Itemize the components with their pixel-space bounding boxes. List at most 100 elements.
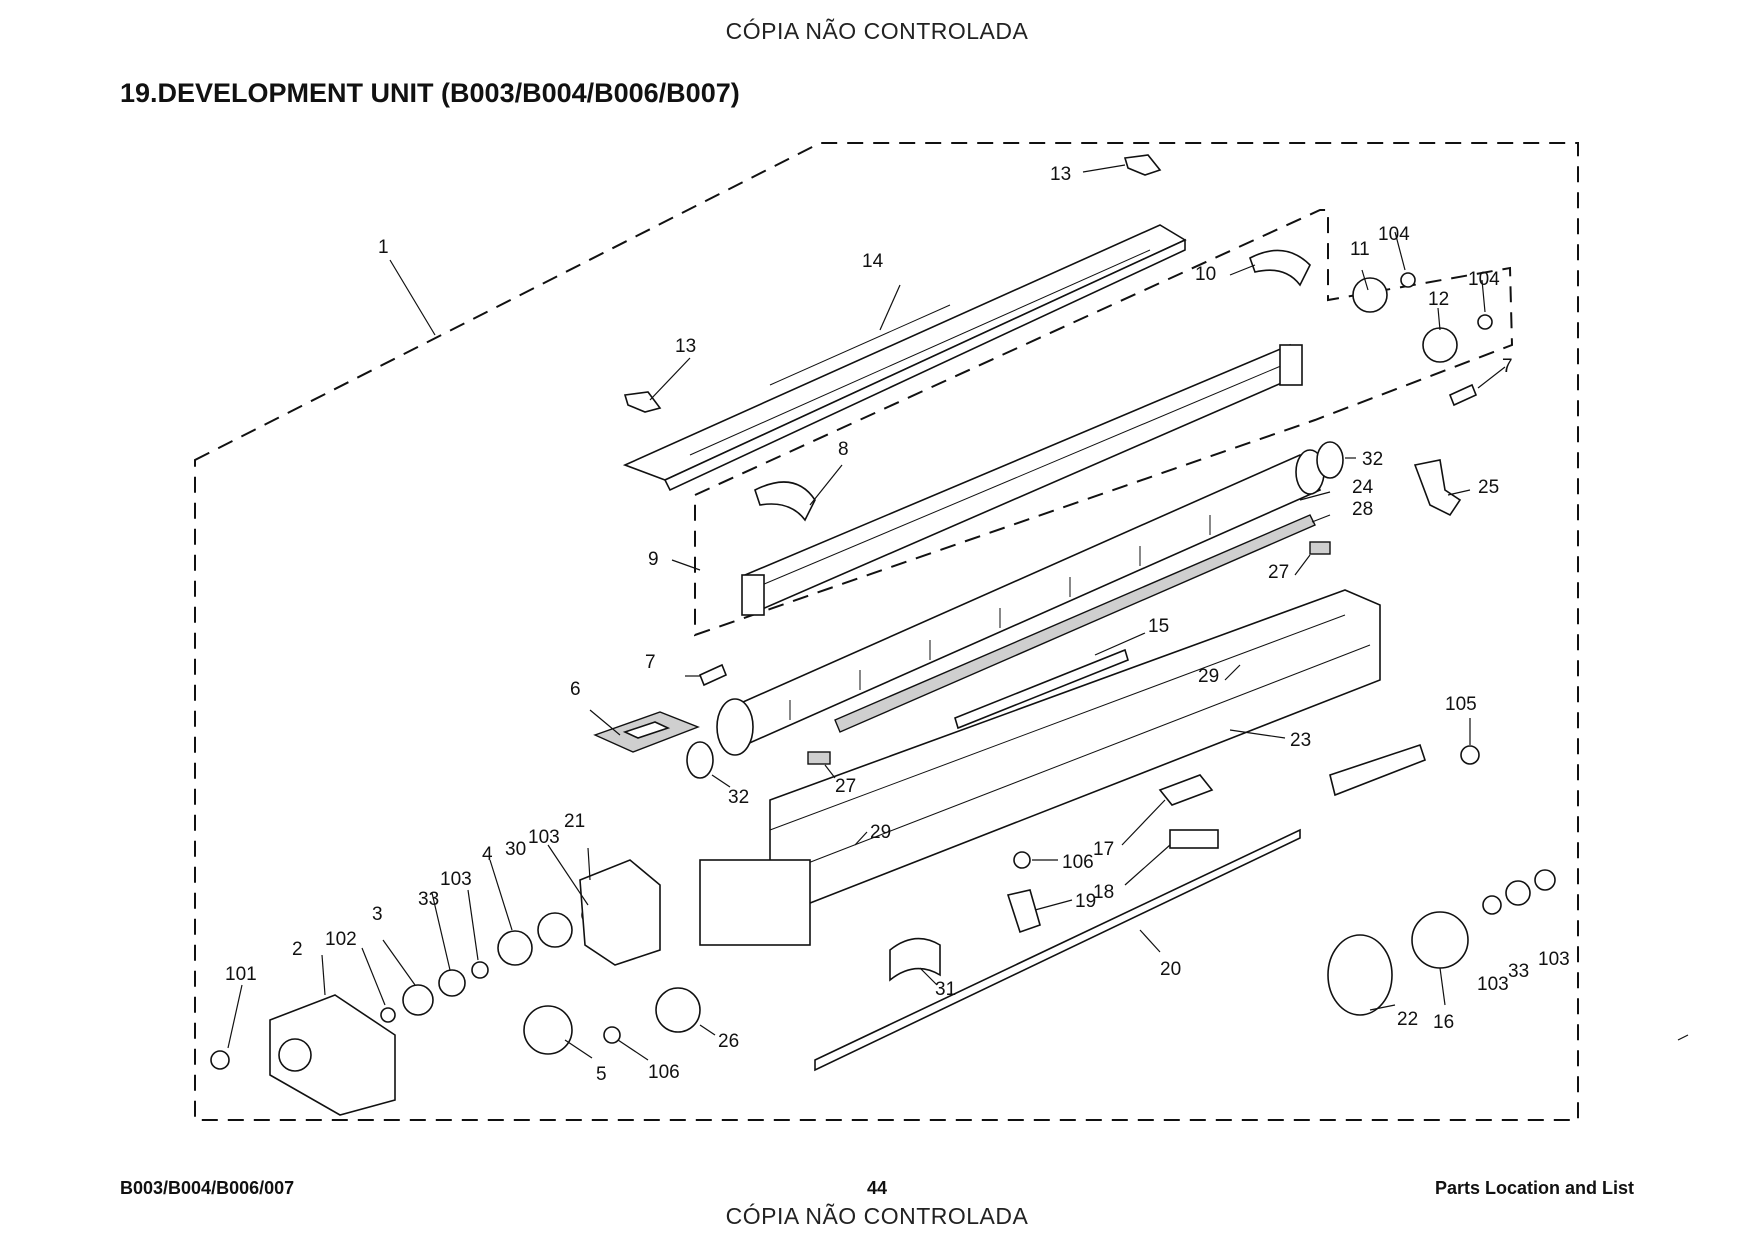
callout-23: 23 (1290, 730, 1311, 751)
part-16-gear (1411, 911, 1469, 969)
callout-4: 4 (482, 844, 493, 865)
part-17-plate (1158, 774, 1214, 806)
callout-13-top: 13 (1050, 164, 1071, 185)
callout-28: 28 (1352, 499, 1373, 520)
part-8-bracket (754, 481, 816, 522)
callout-20: 20 (1160, 959, 1181, 980)
part-10-bracket (1249, 249, 1311, 287)
callout-29-right: 29 (1198, 666, 1219, 687)
part-33-bushing-right (1505, 880, 1531, 906)
callout-105: 105 (1445, 694, 1477, 715)
callout-22: 22 (1397, 1009, 1418, 1030)
callout-11: 11 (1350, 239, 1370, 260)
callout-13-left: 13 (675, 336, 696, 357)
part-9-roller (741, 343, 1303, 616)
callout-106-right: 106 (1062, 852, 1094, 873)
part-30-collar (537, 912, 573, 948)
part-23-casing (699, 589, 1381, 946)
part-27-pad-right (1309, 541, 1331, 555)
subassembly-boundary (694, 209, 1514, 637)
part-106-screw-a (603, 1026, 621, 1044)
part-104-clip-a (1400, 272, 1416, 288)
callout-33-left: 33 (418, 889, 439, 910)
part-21-bracket (579, 859, 661, 966)
part-106-screw-b (1013, 851, 1031, 869)
part-31-sheet (889, 937, 941, 982)
callout-18: 18 (1093, 882, 1114, 903)
callout-15: 15 (1148, 616, 1169, 637)
part-27-pad-left (807, 751, 831, 765)
callout-17: 17 (1093, 839, 1114, 860)
callout-16: 16 (1433, 1012, 1454, 1033)
callout-8: 8 (838, 439, 849, 460)
part-11-gear (1352, 277, 1388, 313)
part-14-cover (622, 224, 1187, 492)
part-15-blade (954, 648, 1129, 730)
callout-1: 1 (378, 237, 389, 258)
part-6-gasket (593, 711, 700, 753)
callout-102: 102 (325, 929, 357, 950)
callout-26: 26 (718, 1031, 739, 1052)
footer-section: Parts Location and List (1434, 1178, 1634, 1198)
part-13-clip-left (623, 391, 662, 413)
part-26-seal (655, 987, 701, 1033)
watermark-top: CÓPIA NÃO CONTROLADA (725, 18, 1029, 44)
callout-14: 14 (862, 251, 884, 272)
part-18-sensor (1169, 829, 1219, 849)
callout-2: 2 (292, 939, 303, 960)
callout-labels: 1 2 3 4 5 6 7 7 8 9 10 11 12 13 13 14 15… (225, 164, 1570, 1085)
callout-103-mid: 103 (528, 827, 560, 848)
part-7-screw-left (698, 663, 728, 687)
callout-103-right-b: 103 (1538, 949, 1570, 970)
callout-5: 5 (596, 1064, 607, 1085)
callout-3: 3 (372, 904, 383, 925)
callout-10: 10 (1195, 264, 1216, 285)
part-20-bracket (1329, 743, 1426, 797)
callout-27-left: 27 (835, 776, 856, 797)
callout-29-left: 29 (870, 822, 891, 843)
part-3-gear (402, 984, 434, 1016)
callout-106-left: 106 (648, 1062, 680, 1083)
part-24-agitator (716, 449, 1325, 756)
callout-31: 31 (935, 979, 956, 1000)
callout-103-left: 103 (440, 869, 472, 890)
callout-30: 30 (505, 839, 526, 860)
part-105-screw (1460, 745, 1480, 765)
callout-101: 101 (225, 964, 257, 985)
callout-24: 24 (1352, 477, 1374, 498)
part-28-seal (834, 514, 1316, 733)
part-5-gear (523, 1005, 573, 1055)
leader-lines (227, 164, 1689, 1061)
part-33-bushing-left (438, 969, 466, 997)
part-2-motor (269, 994, 396, 1116)
callout-27-right: 27 (1268, 562, 1289, 583)
part-102-ring (380, 1007, 396, 1023)
part-20-rod (814, 828, 1301, 1072)
part-103-ring-c (1482, 895, 1502, 915)
callout-25: 25 (1478, 477, 1499, 498)
part-19-bracket (1006, 889, 1041, 934)
page-title: 19.DEVELOPMENT UNIT (B003/B004/B006/B007… (120, 78, 740, 108)
footer-page-number: 44 (866, 1178, 888, 1198)
footer-model: B003/B004/B006/007 (120, 1178, 295, 1198)
part-32-bearing-left (686, 741, 714, 779)
part-13-clip-right (1123, 154, 1162, 176)
part-7-screw-right (1448, 383, 1478, 407)
part-103-ring-d (1534, 869, 1556, 891)
watermark-bottom: CÓPIA NÃO CONTROLADA (725, 1203, 1029, 1229)
part-22-pulley (1327, 934, 1393, 1016)
callout-7-left: 7 (645, 652, 656, 673)
part-103-ring-a (471, 961, 489, 979)
callout-6: 6 (570, 679, 581, 700)
part-101-screw (210, 1050, 230, 1070)
assembly-boundary (194, 142, 1579, 1121)
callout-12: 12 (1428, 289, 1449, 310)
callout-104-a: 104 (1378, 224, 1410, 245)
callout-7-right: 7 (1502, 356, 1513, 377)
callout-21: 21 (564, 811, 585, 832)
callout-33-right: 33 (1508, 961, 1529, 982)
part-12-gear (1422, 327, 1458, 363)
part-104-clip-b (1477, 314, 1493, 330)
part-32-bearing-right (1316, 441, 1344, 479)
